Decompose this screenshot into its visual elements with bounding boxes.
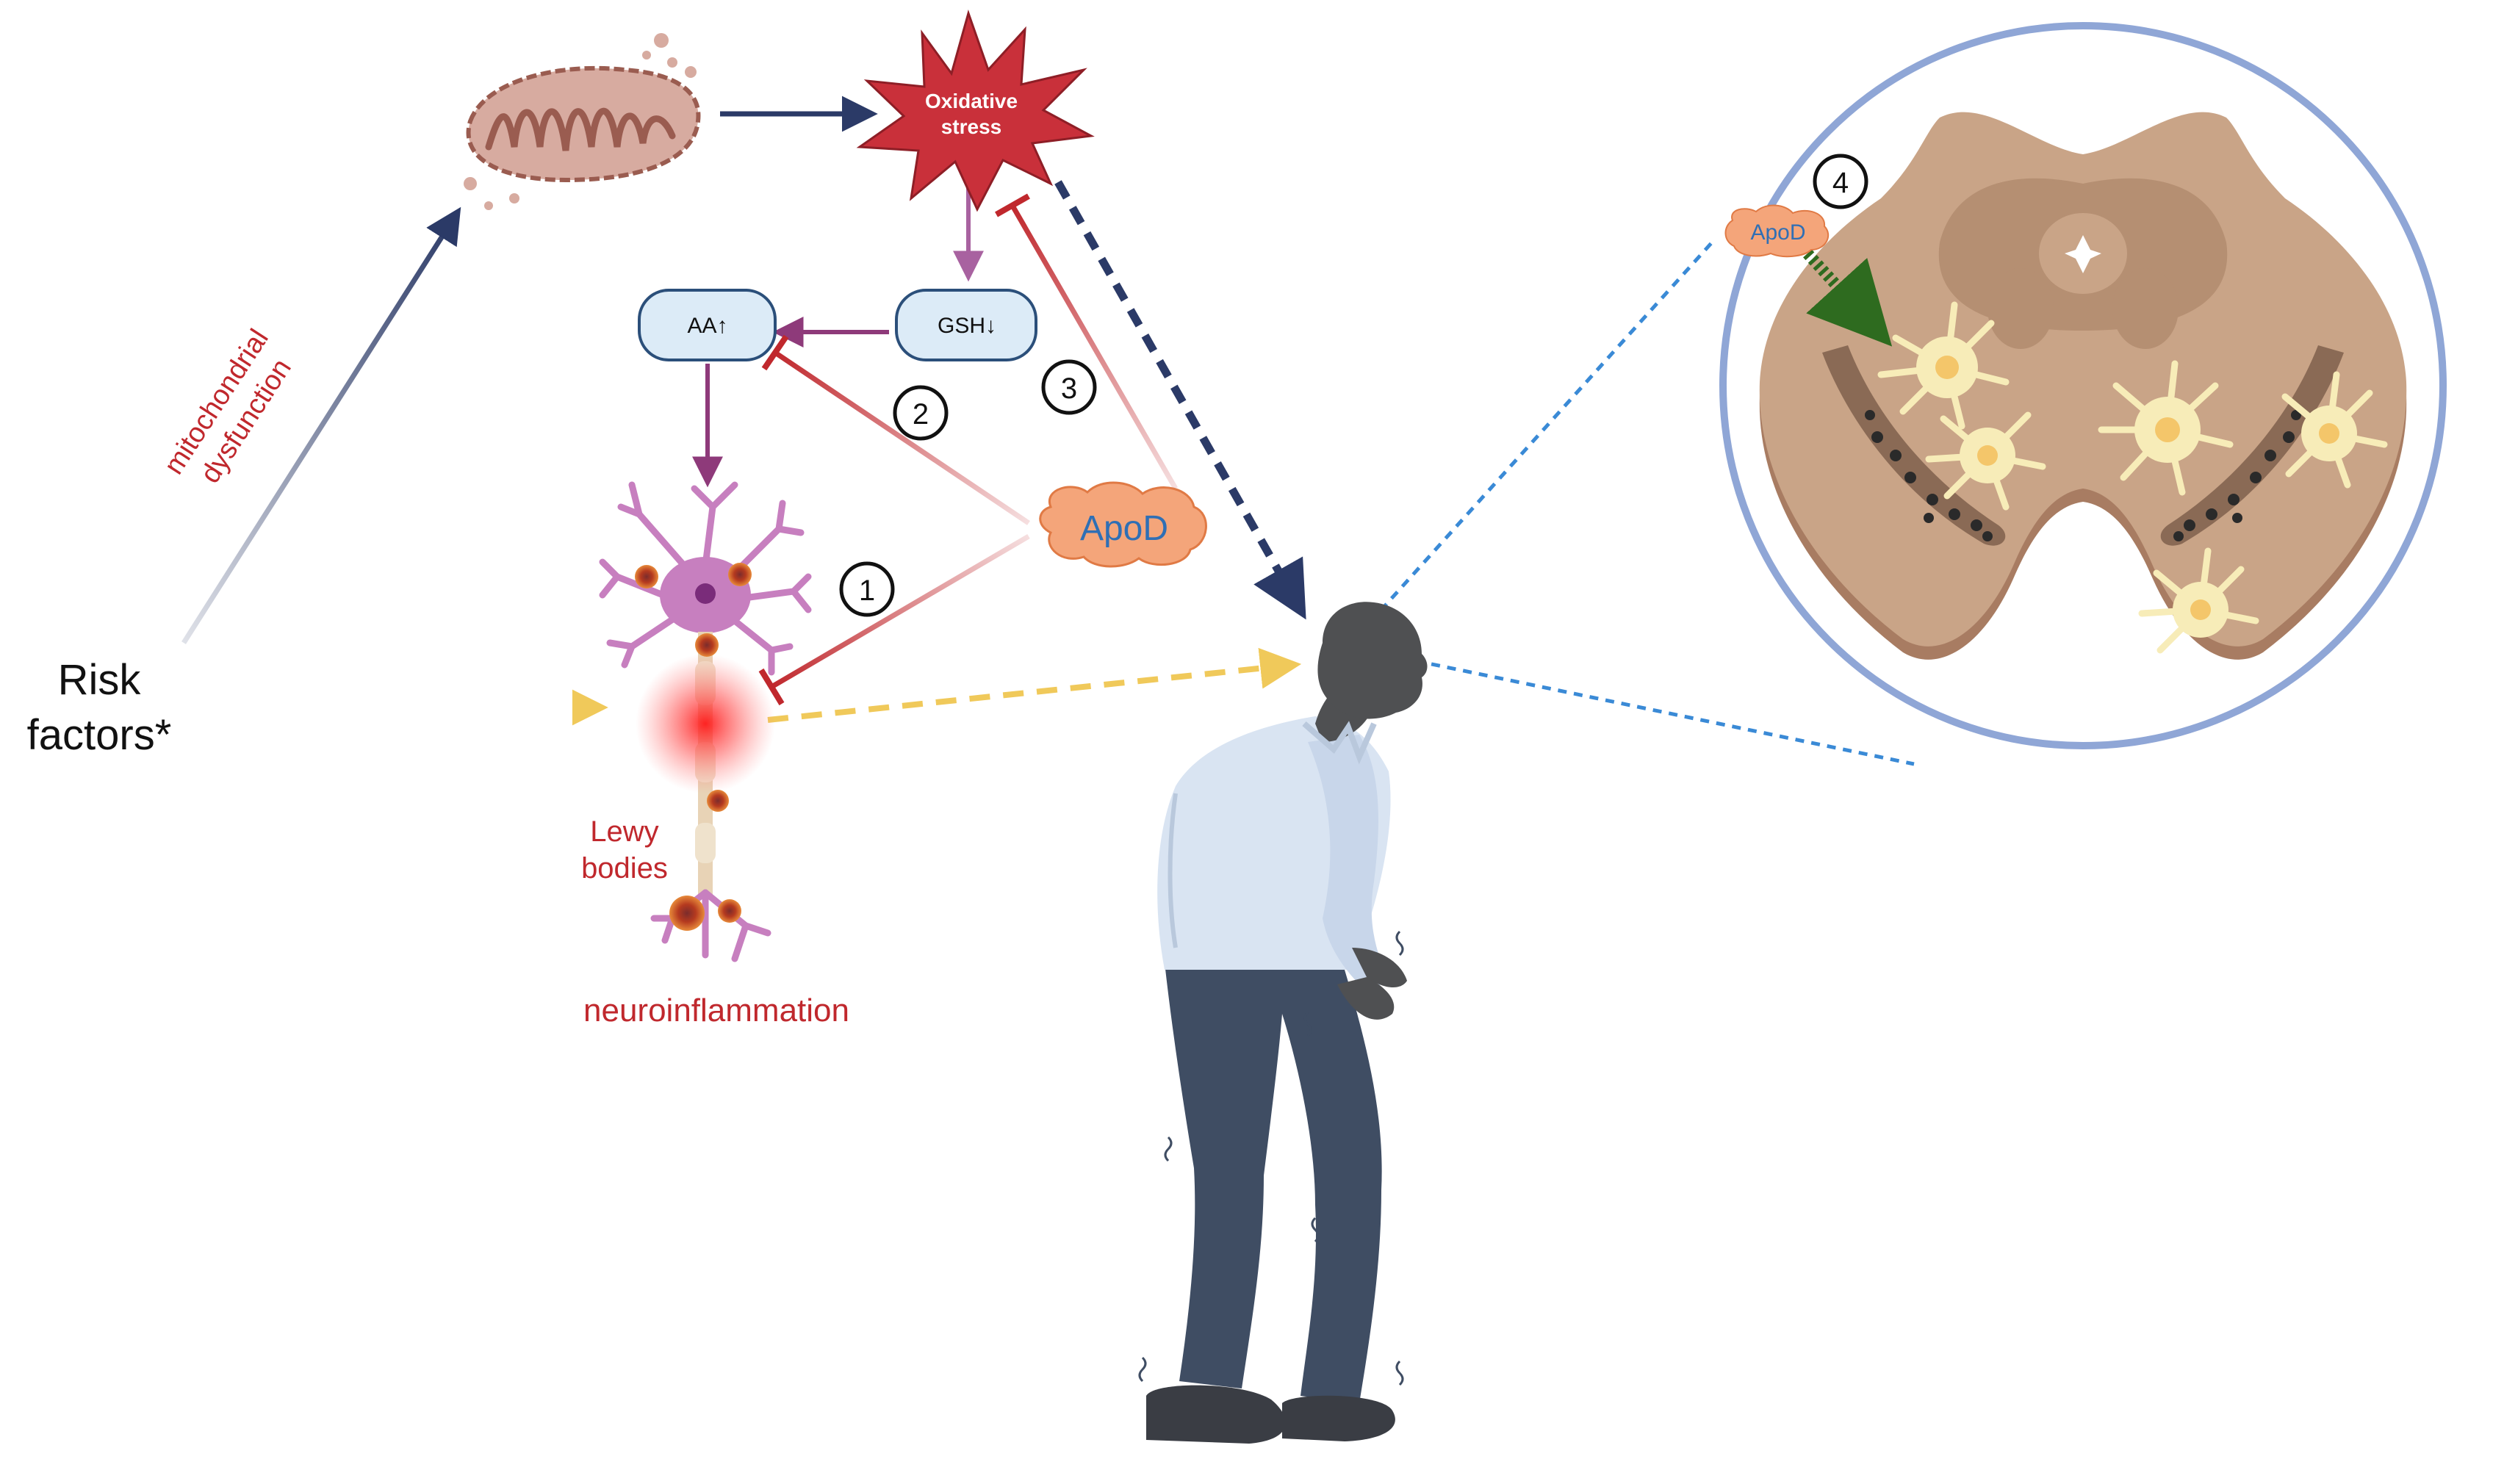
- apod-small: ApoD: [1724, 204, 1830, 258]
- inhibit-3: [995, 193, 1179, 490]
- svg-text:1: 1: [859, 574, 875, 607]
- lewy-label-1: Lewy: [590, 815, 658, 848]
- inhibit-2: [761, 334, 1030, 525]
- step-marker-1: 1: [839, 561, 895, 617]
- neuroinflammation-label: neuroinflammation: [583, 993, 849, 1029]
- oxidative-label-2: stress: [941, 115, 1002, 138]
- aa-box: AA↑: [638, 289, 777, 361]
- neuron: [599, 481, 812, 962]
- risk-factors-label-1: Risk: [58, 656, 142, 704]
- aa-label: AA↑: [687, 314, 727, 338]
- midbrain-tissue: [1759, 112, 2407, 646]
- svg-text:2: 2: [913, 398, 929, 431]
- zoom-line-bottom: [1399, 655, 1915, 766]
- oxidative-stress-star: Oxidative stress: [856, 10, 1095, 212]
- risk-factors-label-2: factors*: [27, 711, 172, 759]
- step-marker-2: 2: [893, 385, 949, 441]
- neuron-to-person-arrow: [767, 647, 1302, 723]
- mito-dysfunction-arrow: [181, 206, 461, 644]
- zoom-line-top: [1347, 241, 1713, 648]
- svg-text:4: 4: [1832, 167, 1849, 199]
- oxidative-to-person-arrow: [1054, 180, 1306, 620]
- dopaminergic-neurons: [1865, 410, 2301, 541]
- step-marker-3: 3: [1041, 359, 1097, 415]
- inhibit-1: [758, 533, 1030, 706]
- lewy-label-2: bodies: [581, 852, 668, 885]
- glial-cells: [1877, 301, 2388, 654]
- mitochondrion: [464, 33, 701, 210]
- apod-protein: ApoD: [1039, 481, 1207, 568]
- apod-to-glia-arrow: [1803, 249, 1893, 347]
- inflammation-glow: [636, 654, 775, 793]
- lewy-body-markers: [635, 563, 752, 931]
- parkinson-patient-figure: [1138, 602, 1428, 1444]
- step-marker-4: 4: [1813, 154, 1868, 209]
- apod-label: ApoD: [1080, 509, 1168, 548]
- mito-dysfunction-label: mitochondrial dysfunction: [159, 324, 298, 489]
- brain-section-zoom: ApoD 4: [1719, 22, 2447, 749]
- apod-small-label: ApoD: [1750, 220, 1805, 245]
- gsh-label: GSH↓: [938, 314, 996, 338]
- gsh-box: GSH↓: [895, 289, 1037, 361]
- oxidative-label-1: Oxidative: [925, 90, 1018, 112]
- svg-text:3: 3: [1061, 372, 1077, 405]
